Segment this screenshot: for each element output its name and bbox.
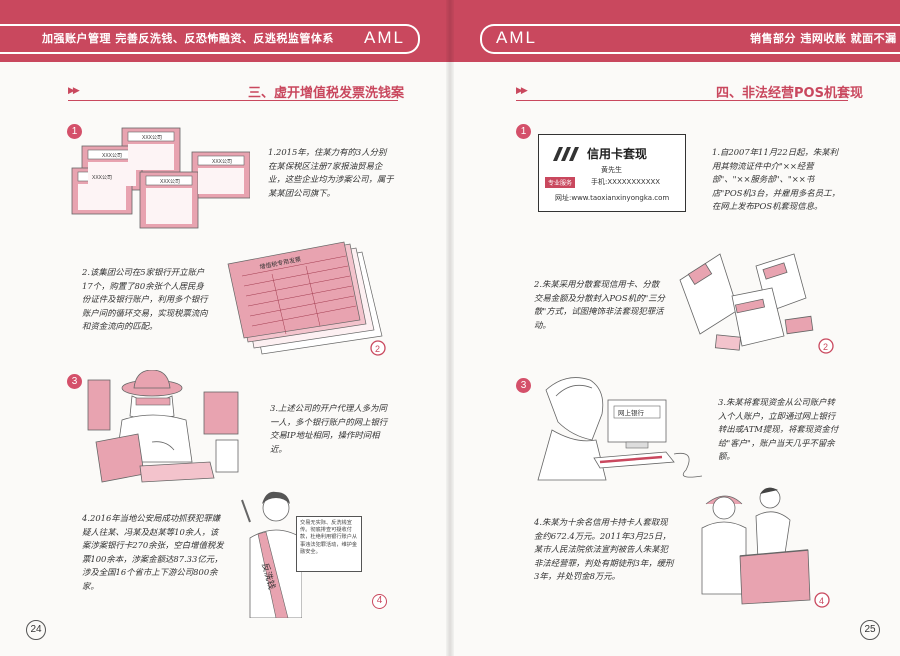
- step-2-text: 2.朱某采用分散套现信用卡、分散交易金额及分散封入POS机的"三分散"方式，试图…: [534, 279, 665, 330]
- step-number: 3: [516, 378, 531, 393]
- title-rule: [516, 100, 848, 101]
- officer-illustration: 反洗钱: [241, 491, 302, 618]
- pos-machines-illustration: 2: [679, 253, 834, 354]
- header-outline: [0, 24, 420, 54]
- online-banking-illustration: 网上银行: [537, 377, 703, 481]
- company-label: XXX公司: [92, 175, 112, 181]
- step-number: 3: [67, 374, 82, 389]
- ad-website: 网址:www.taoxianxinyongka.com: [555, 194, 670, 202]
- step-2-text: 2.该集团公司在5家银行开立账户17个，购置了80余张个人居民身份证件及银行账户…: [82, 267, 208, 332]
- arrows-icon: ▶▶: [68, 86, 80, 96]
- step-badge: 4: [372, 594, 387, 609]
- invoice-stack-illustration: 增值税专用发票 2: [227, 241, 386, 356]
- header-band: [0, 0, 450, 62]
- title-rule: [68, 100, 398, 101]
- ad-badge: 专业服务: [545, 177, 576, 188]
- step-3-text: 3.朱某将套现资金从公司账户转入个人账户，立即通过网上银行转出或ATM提现，将套…: [718, 397, 839, 462]
- company-label: XXX公司: [142, 135, 162, 141]
- card-stripes-icon: [553, 147, 579, 161]
- ad-contact-name: 黄先生: [601, 166, 622, 174]
- book-gutter: [446, 0, 454, 656]
- hacker-illustration: [87, 370, 239, 483]
- monitor-label: 网上银行: [618, 408, 645, 417]
- step-number: 1: [67, 124, 82, 139]
- step-1-text: 1.2015年，住某力有的3人分别在某保税区注册7家报油贸易企业，这些企业均为涉…: [268, 147, 394, 198]
- page-number: 24: [26, 620, 46, 640]
- section-title: 三、虚开增值税发票洗钱案: [248, 86, 405, 101]
- step-4-text: 4.2016年当地公安局成功抓获犯罪嫌疑人往某、冯某及赵某等10余人，该案涉案银…: [82, 513, 224, 591]
- step-number: 1: [516, 124, 531, 139]
- company-label: XXX公司: [102, 153, 122, 159]
- section-title: 四、非法经营POS机套现: [716, 86, 863, 101]
- step-badge: 2: [823, 342, 828, 352]
- page-number: 25: [860, 620, 880, 640]
- companies-illustration: XXX公司 XXX公司 XXX公司 XXX公司 XXX公司: [71, 127, 250, 229]
- left-page: 加强账户管理 完善反洗钱、反恐怖融资、反逃税监管体系 AML ▶▶ 三、虚开增值…: [0, 0, 450, 640]
- header-outline: [480, 24, 900, 54]
- company-label: XXX公司: [160, 179, 180, 185]
- card-cashout-ad: 信用卡套现 黄先生 专业服务 手机:XXXXXXXXXXX 网址:www.tao…: [538, 134, 686, 212]
- step-4-text: 4.朱某为十余名信用卡持卡人套取现金约672.4万元。2011年3月25日，某市…: [534, 517, 674, 582]
- ad-phone: 手机:XXXXXXXXXXX: [591, 178, 661, 186]
- header-band: [450, 0, 900, 62]
- ad-title: 信用卡套现: [587, 147, 648, 161]
- aml-label: AML: [496, 28, 537, 47]
- step-3-text: 3.上述公司的开户代理人多为同一人，多个银行账户的网上银行交易IP地址相同，操作…: [270, 403, 388, 454]
- company-label: XXX公司: [212, 159, 232, 165]
- right-page: AML 销售部分 违网收账 就面不漏 ▶▶ 四、非法经营POS机套现 1 信用卡…: [450, 0, 900, 656]
- step-badge: 2: [375, 344, 380, 354]
- header-text: 销售部分 违网收账 就面不漏: [750, 32, 897, 45]
- courtroom-illustration: 4: [701, 487, 830, 608]
- header-text: 加强账户管理 完善反洗钱、反恐怖融资、反逃税监管体系: [42, 32, 334, 45]
- info-note: 交易无实际、反洗钱宣传。彻底排查可疑收付款，杜绝利用银行账户从事违法犯罪活动，维…: [296, 516, 362, 572]
- step-badge: 4: [819, 596, 824, 606]
- step-1-text: 1.自2007年11月22日起，朱某利用其物流证件中介"××经营部"、"××服务…: [712, 147, 840, 212]
- arrows-icon: ▶▶: [516, 86, 528, 96]
- aml-label: AML: [364, 28, 405, 47]
